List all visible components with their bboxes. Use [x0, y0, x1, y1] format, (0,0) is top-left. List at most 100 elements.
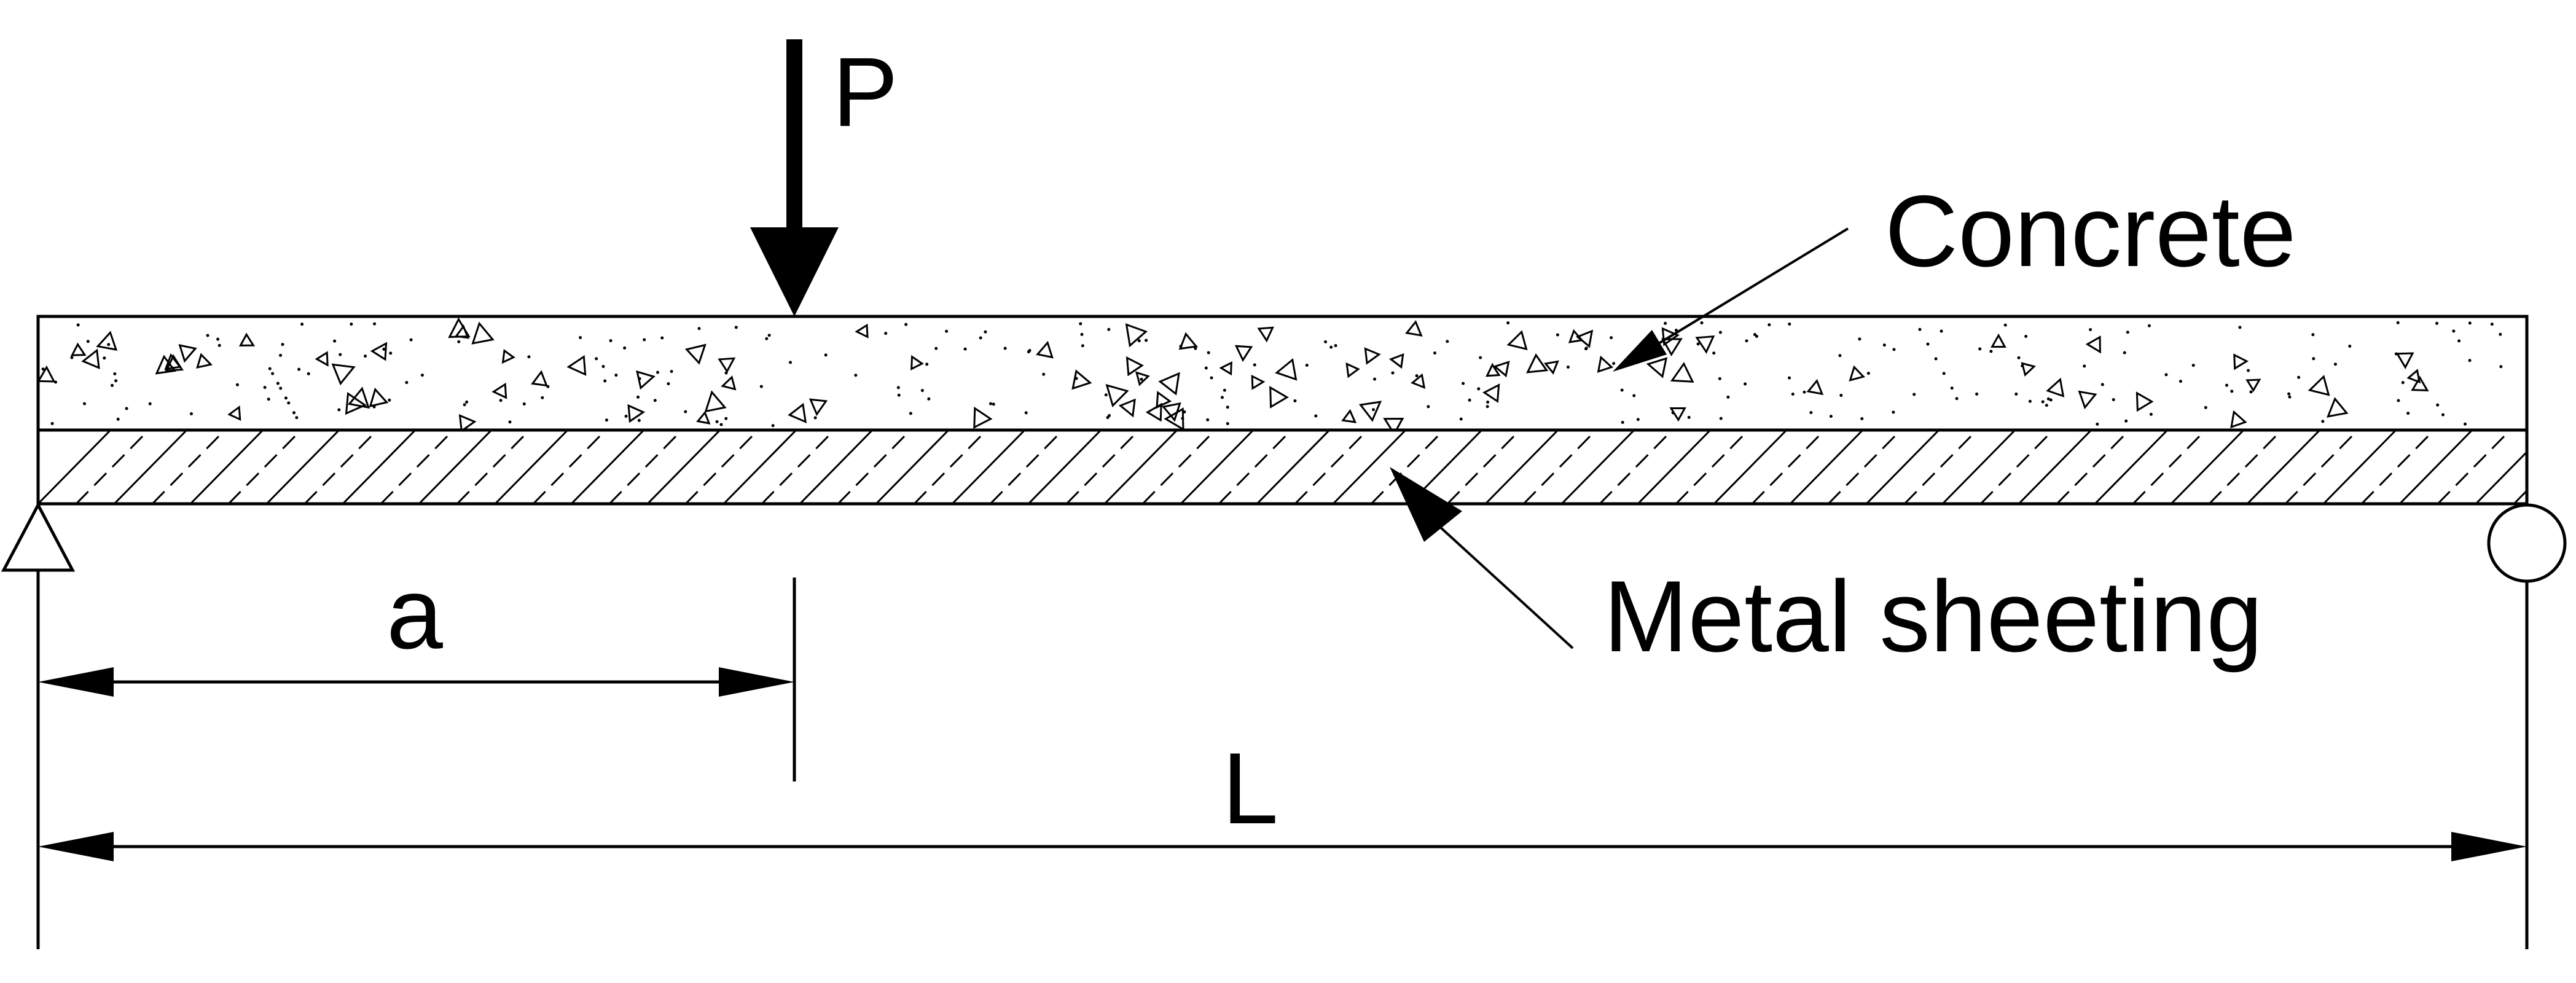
dimension-a-right-arrowhead — [719, 667, 794, 697]
roller-support-circle-icon — [2487, 503, 2567, 583]
aggregate-dot — [765, 337, 769, 340]
aggregate-stone — [2308, 375, 2330, 396]
aggregate-stone — [1257, 326, 1274, 343]
hatch-line — [151, 430, 226, 504]
aggregate-stone — [1669, 407, 1686, 422]
hatch-line — [1713, 430, 1788, 504]
aggregate-stone — [2021, 362, 2036, 377]
aggregate-dot — [2397, 399, 2400, 402]
aggregate-dot — [1726, 395, 1730, 399]
aggregate-dot — [113, 372, 117, 375]
aggregate-dot — [281, 343, 284, 347]
aggregate-dot — [297, 367, 301, 371]
aggregate-dot — [2014, 392, 2018, 396]
dimension-L-right-arrowhead — [2451, 832, 2527, 861]
aggregate-stone — [178, 344, 197, 363]
hatch-line — [2552, 430, 2576, 504]
hatch-line — [75, 430, 150, 504]
hatch-line — [1180, 430, 1255, 504]
aggregate-dot — [2147, 324, 2151, 327]
hatch-line — [1751, 430, 1826, 504]
hatch-line — [1789, 430, 1864, 504]
aggregate-dot — [2288, 395, 2292, 399]
aggregate-stone — [1251, 374, 1266, 390]
aggregate-dot — [388, 398, 391, 402]
hatch-line — [227, 430, 302, 504]
aggregate-dot — [279, 353, 283, 357]
aggregate-dot — [1207, 351, 1210, 354]
hatch-line — [2132, 430, 2207, 504]
hatch-line — [1979, 430, 2054, 504]
aggregate-dot — [1753, 333, 1756, 337]
aggregate-dot — [1104, 393, 1108, 397]
aggregate-stone — [1486, 362, 1501, 377]
aggregate-dot — [715, 420, 719, 423]
aggregate-dot — [2249, 390, 2253, 394]
aggregate-stone — [1405, 319, 1423, 337]
aggregate-stone — [1269, 386, 1289, 409]
aggregate-stone — [1575, 329, 1594, 348]
aggregate-stone — [2245, 378, 2261, 393]
aggregate-dot — [2321, 420, 2325, 423]
aggregate-stone — [2085, 335, 2101, 354]
aggregate-dot — [1107, 327, 1111, 331]
hatch-line — [1294, 430, 1369, 504]
aggregate-dot — [1838, 354, 1842, 358]
aggregate-dot — [2499, 365, 2503, 369]
aggregate-dot — [1912, 393, 1916, 396]
aggregate-dot — [2468, 359, 2472, 362]
aggregate-dot — [1028, 349, 1032, 353]
aggregate-dot — [1446, 340, 1449, 343]
aggregate-dot — [2348, 344, 2352, 348]
hatch-line — [761, 430, 836, 504]
aggregate-dot — [103, 356, 106, 360]
aggregate-stone — [1543, 360, 1559, 375]
aggregate-dot — [405, 381, 409, 385]
aggregate-dot — [2045, 404, 2048, 407]
aggregate-stone — [501, 348, 515, 364]
aggregate-stone — [2406, 369, 2421, 384]
hatch-line — [1522, 430, 1597, 504]
aggregate-stone — [1849, 365, 1865, 382]
aggregate-dot — [1718, 331, 1722, 334]
metal-sheeting-leader-arrowhead — [1390, 467, 1462, 542]
concrete-aggregate-texture — [39, 318, 2503, 429]
concrete-layer — [36, 315, 2529, 432]
aggregate-dot — [1371, 408, 1375, 412]
hatch-line — [2322, 430, 2397, 504]
aggregate-stone — [1411, 373, 1426, 389]
aggregate-dot — [2112, 398, 2115, 402]
aggregate-stone — [2395, 352, 2414, 369]
aggregate-dot — [2017, 356, 2021, 359]
aggregate-stone — [1482, 383, 1500, 403]
aggregate-stone — [370, 342, 388, 361]
aggregate-stone — [1118, 398, 1136, 418]
hatch-line — [1484, 430, 1559, 504]
aggregate-dot — [2003, 323, 2007, 327]
aggregate-dot — [1632, 394, 1636, 398]
aggregate-stone — [2230, 410, 2247, 429]
aggregate-dot — [2297, 375, 2301, 379]
aggregate-stone — [704, 390, 727, 413]
aggregate-dot — [2441, 413, 2445, 417]
aggregate-stone — [39, 365, 56, 383]
aggregate-dot — [1803, 390, 1806, 394]
aggregate-dot — [1978, 347, 1982, 351]
aggregate-dot — [1989, 350, 1993, 353]
aggregate-dot — [2123, 351, 2126, 354]
aggregate-dot — [217, 343, 221, 347]
aggregate-dot — [54, 380, 58, 384]
hatch-line — [113, 430, 188, 504]
aggregate-dot — [1610, 336, 1613, 340]
aggregate-dot — [979, 336, 982, 340]
aggregate-stone — [696, 410, 711, 425]
aggregate-dot — [2024, 335, 2028, 339]
aggregate-dot — [41, 367, 45, 371]
aggregate-dot — [2396, 321, 2400, 324]
aggregate-dot — [2083, 364, 2086, 368]
aggregate-dot — [1194, 347, 1197, 350]
aggregate-stone — [1388, 353, 1404, 369]
aggregate-dot — [1577, 335, 1581, 339]
aggregate-dot — [2204, 405, 2207, 409]
aggregate-dot — [734, 326, 738, 329]
